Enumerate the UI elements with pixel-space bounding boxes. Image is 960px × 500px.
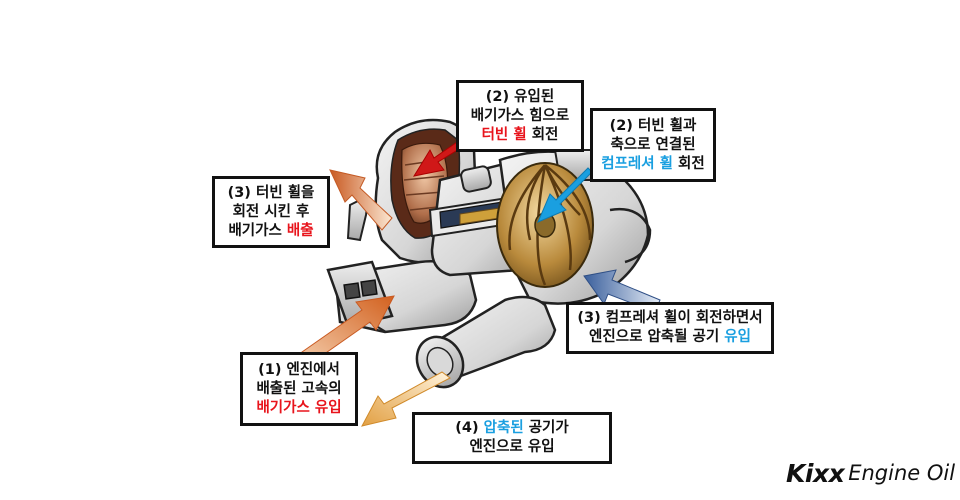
label-turbine-rotation-suffix: 회전 [527, 127, 559, 143]
label-air-intake-line2: 엔진으로 압축될 공기 유입 [589, 328, 751, 347]
brand-logo: Kixx Engine Oil [786, 456, 956, 490]
label-compressed-term: 압축된 [484, 420, 524, 436]
label-air-intake-line1: (3) 컴프레셔 휠이 회전하면서 [577, 309, 762, 328]
label-turbine-wheel-term: 터빈 휠 [482, 127, 527, 143]
label-air-intake-prefix: 엔진으로 압축될 공기 [589, 329, 724, 345]
label-exhaust-outlet-line2: 회전 시킨 후 [233, 203, 310, 222]
label-turbine-rotation: (2) 유입된 배기가스 힘으로 터빈 휠 회전 [456, 80, 584, 152]
label-compressed-air-line2: 엔진으로 유입 [469, 438, 554, 457]
label-compressed-air: (4) 압축된 공기가 엔진으로 유입 [412, 412, 612, 464]
label-exhaust-inlet: (1) 엔진에서 배출된 고속의 배기가스 유입 [240, 352, 358, 426]
label-compressor-rotation-line3: 컴프레셔 휠 회전 [601, 155, 704, 174]
label-compressor-rotation-line1: (2) 터빈 휠과 [610, 117, 697, 136]
brand-name: Kixx [786, 459, 844, 488]
label-exhaust-inlet-line2: 배출된 고속의 [256, 380, 341, 399]
label-compressed-air-line1: (4) 압축된 공기가 [455, 419, 569, 438]
label-turbine-rotation-line1: (2) 유입된 [486, 88, 554, 107]
label-exhaust-outlet-line1: (3) 터빈 휠을 [228, 184, 315, 203]
label-compressed-air-suffix: 공기가 [524, 420, 569, 436]
label-discharge-term: 배출 [287, 223, 314, 239]
label-compressor-wheel-term: 컴프레셔 휠 [601, 156, 673, 172]
label-turbine-rotation-line2: 배기가스 힘으로 [471, 107, 569, 126]
label-exhaust-gas-term: 배기가스 [228, 223, 286, 239]
label-compressor-rotation-suffix: 회전 [673, 156, 705, 172]
label-intake-term: 유입 [724, 329, 751, 345]
label-exhaust-outlet: (3) 터빈 휠을 회전 시킨 후 배기가스 배출 [212, 176, 330, 248]
label-exhaust-outlet-line3: 배기가스 배출 [228, 222, 313, 241]
label-exhaust-inlet-line3: 배기가스 유입 [256, 399, 341, 418]
label-exhaust-inlet-line1: (1) 엔진에서 [258, 361, 340, 380]
label-turbine-rotation-line3: 터빈 휠 회전 [482, 126, 559, 145]
label-air-intake: (3) 컴프레셔 휠이 회전하면서 엔진으로 압축될 공기 유입 [566, 302, 774, 354]
label-compressor-rotation-line2: 축으로 연결된 [610, 136, 695, 155]
brand-tagline: Engine Oil [848, 461, 955, 485]
label-compressed-air-number: (4) [455, 420, 483, 436]
label-compressor-rotation: (2) 터빈 휠과 축으로 연결된 컴프레셔 휠 회전 [590, 108, 716, 182]
